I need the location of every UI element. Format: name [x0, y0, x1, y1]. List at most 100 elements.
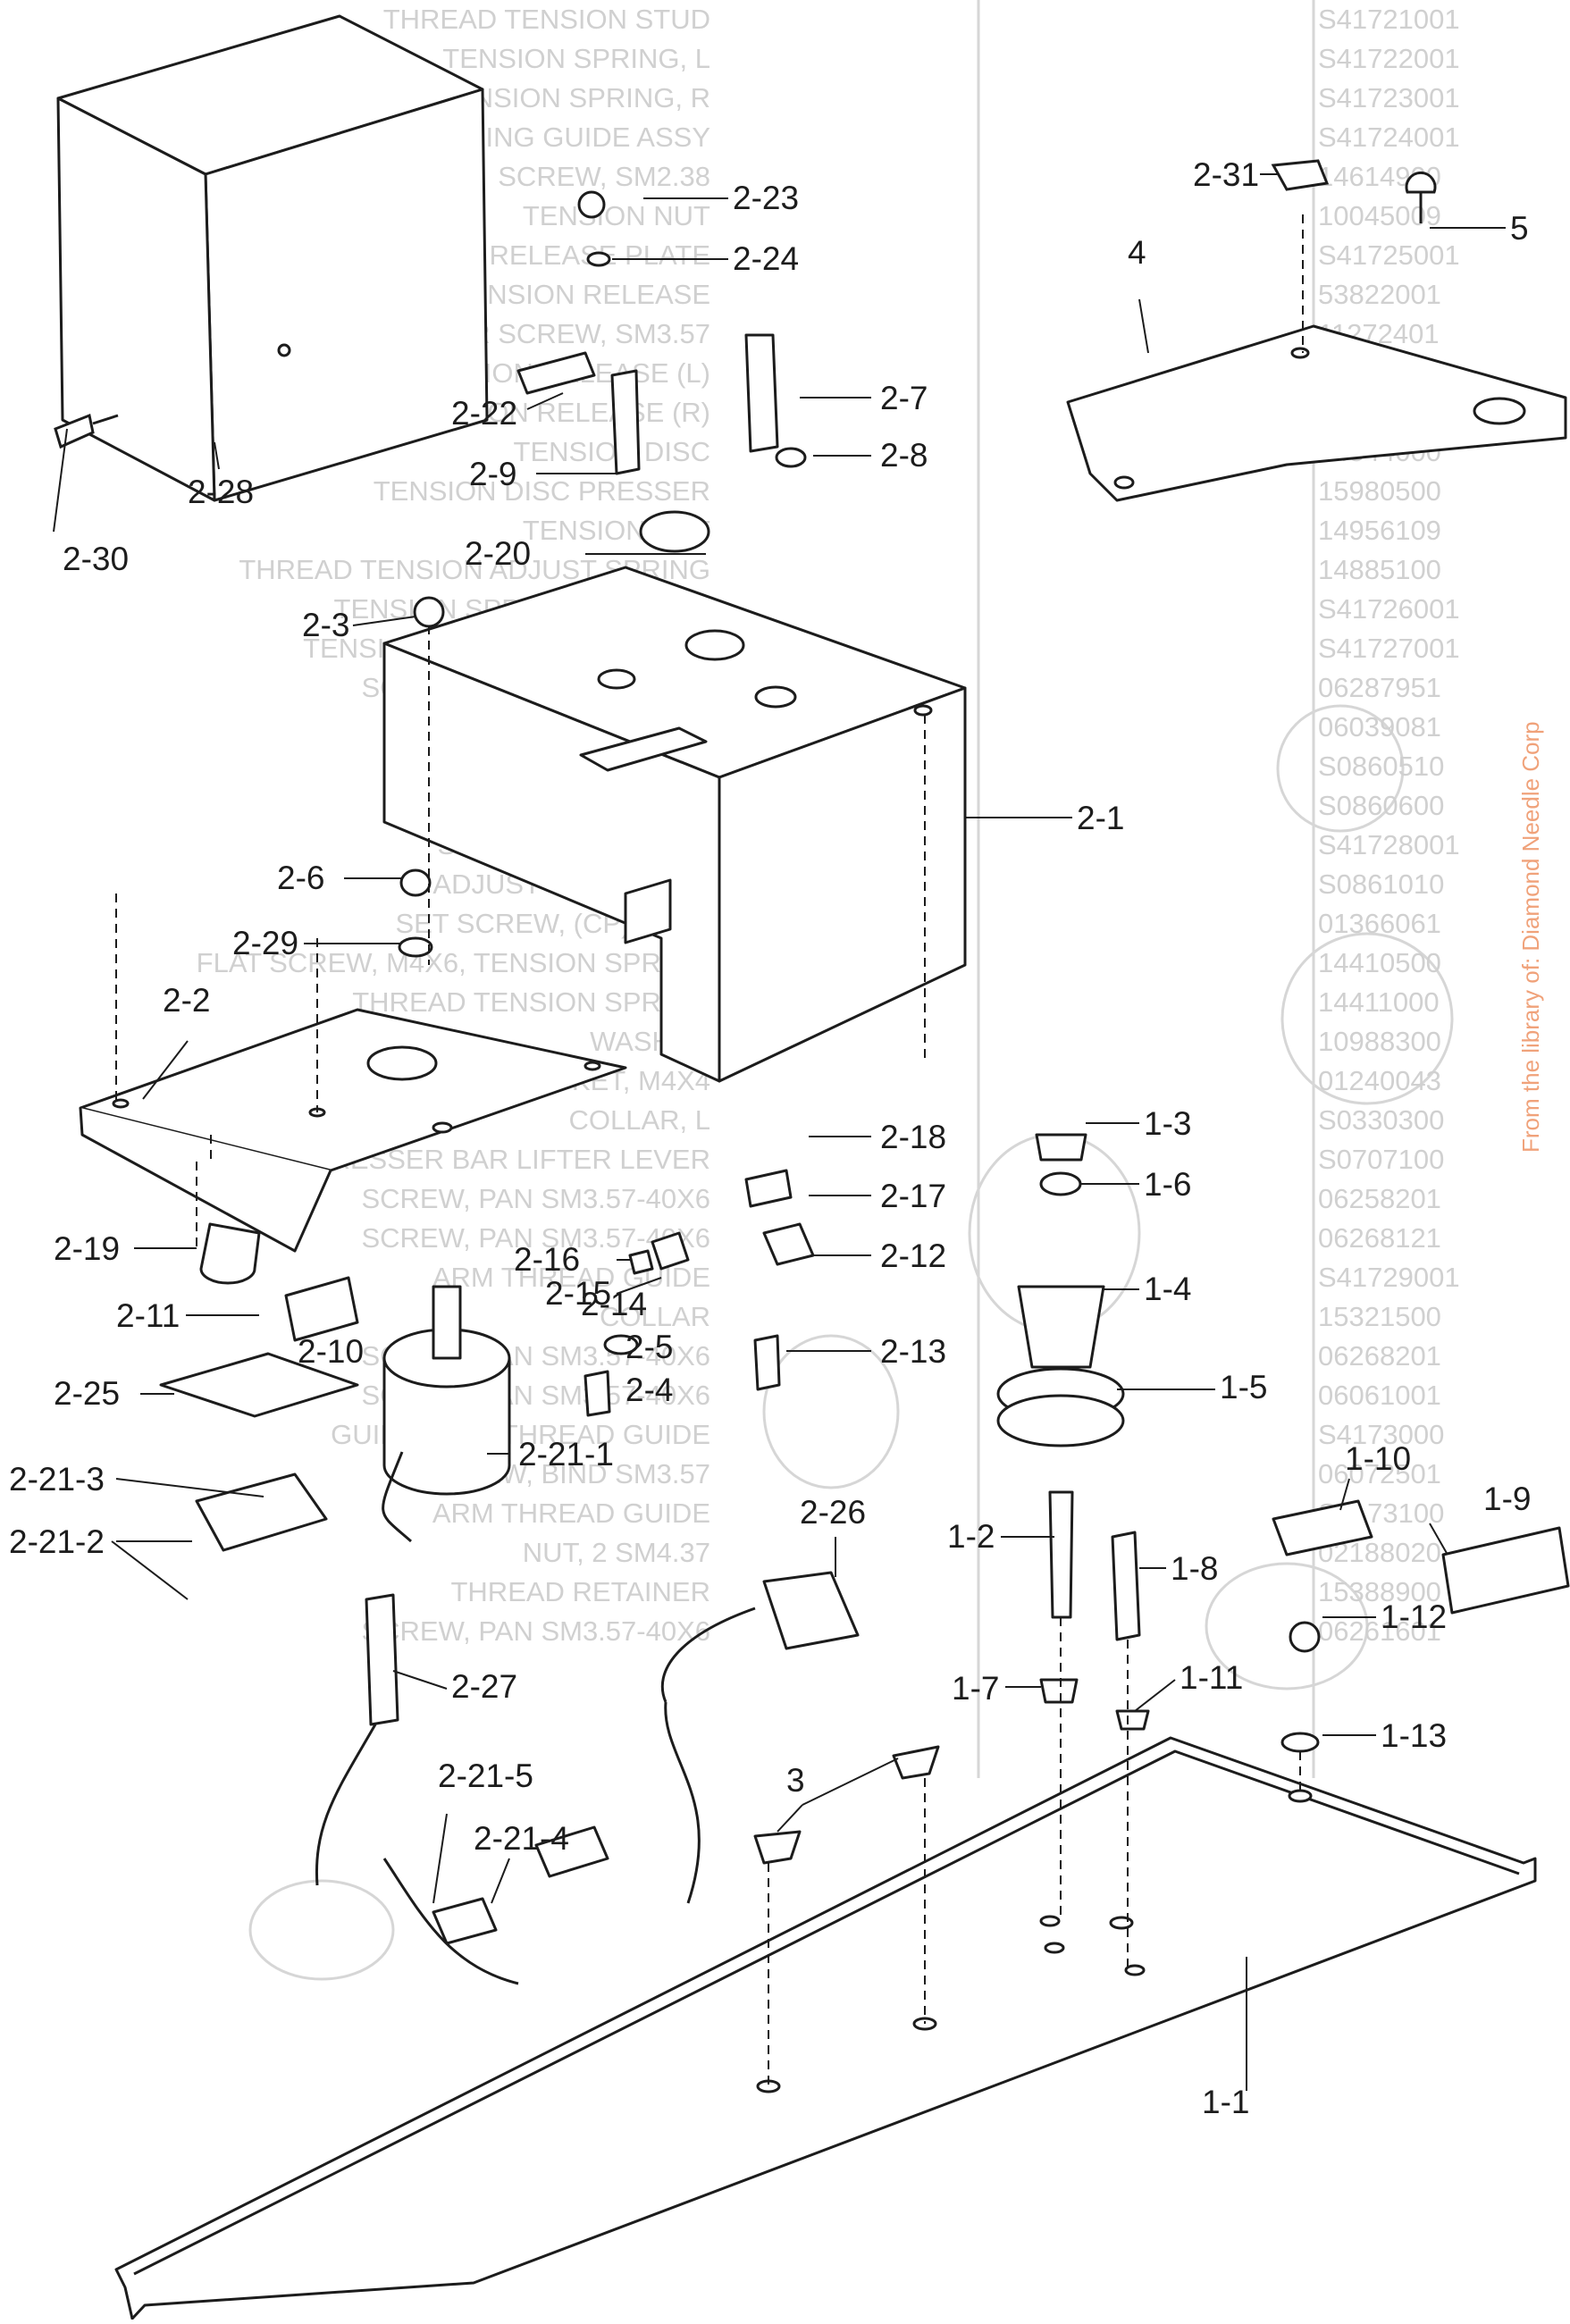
screw-2-16	[628, 1249, 654, 1275]
connector-plug	[534, 1825, 609, 1878]
bleed-part-number: 06061001	[1318, 1380, 1441, 1411]
disc-2-20	[639, 510, 710, 553]
bleed-part-number: 06287951	[1318, 672, 1441, 703]
cover-side-panel	[56, 96, 216, 502]
bleed-part-number: S0707100	[1318, 1144, 1444, 1175]
bleed-description: SCREW, PAN SM3.57-40X6	[361, 1222, 710, 1254]
screw-2-6	[399, 868, 432, 897]
callout-2-6: 2-6	[277, 860, 324, 896]
leader-4	[1138, 298, 1149, 354]
bleed-part-number: 06258201	[1318, 1183, 1441, 1214]
leader-2-21-3	[115, 1478, 264, 1498]
housing-slot	[579, 726, 708, 772]
cap-3	[753, 1830, 802, 1865]
stud-2-7	[744, 333, 779, 453]
base-hole	[1124, 1964, 1146, 1976]
bleed-part-number: 15321500	[1318, 1301, 1441, 1332]
nut-1-3	[1035, 1133, 1087, 1162]
screw-2-23	[577, 190, 606, 219]
block-1-9	[1441, 1526, 1570, 1615]
bleed-description: THREAD TENSION SPRING	[352, 986, 710, 1018]
callout-2-9: 2-9	[469, 456, 516, 492]
bleed-part-number: 06268121	[1318, 1222, 1441, 1254]
bracket-hole	[366, 1045, 438, 1081]
callout-2-30: 2-30	[63, 541, 129, 577]
bleed-part-number: S41721001	[1318, 4, 1460, 35]
callout-4: 4	[1128, 234, 1146, 271]
callout-2-7: 2-7	[880, 380, 928, 416]
housing-top-hole	[913, 704, 933, 717]
switch-2-21-3	[195, 1472, 328, 1552]
bleed-description: SCREW, PAN SM3.57-40X6	[361, 1183, 710, 1214]
motor-shaft	[432, 1285, 462, 1360]
callout-2-20: 2-20	[465, 535, 531, 572]
bleed-description: SCREW, SM2.38	[498, 161, 710, 192]
callout-1-2: 1-2	[947, 1518, 995, 1555]
screw-2-4	[584, 1370, 611, 1417]
leader-2-30	[53, 428, 68, 533]
bleed-part-number: 14885100	[1318, 554, 1441, 585]
callout-2-18: 2-18	[880, 1119, 946, 1155]
callout-1-10: 1-10	[1345, 1440, 1411, 1477]
callout-2-1: 2-1	[1077, 800, 1124, 836]
callout-2-3: 2-3	[302, 607, 349, 643]
motor-2-21-1	[382, 1356, 511, 1496]
leader-2-3	[352, 616, 416, 626]
callout-2-23: 2-23	[733, 180, 799, 216]
callout-2-21-3: 2-21-3	[9, 1461, 105, 1498]
leader-2-27	[392, 1670, 448, 1690]
bracket-hole	[584, 1061, 601, 1071]
bleed-description: SCREW, PAN SM3.57-40X6	[361, 1615, 710, 1647]
bleed-part-number: S41728001	[1318, 829, 1460, 860]
stud-1-2	[1048, 1490, 1074, 1619]
bleed-part-number: 06261601	[1318, 1615, 1441, 1647]
callout-2-8: 2-8	[880, 437, 928, 474]
cable	[664, 1701, 701, 1904]
callout-1-8: 1-8	[1171, 1550, 1218, 1587]
bleed-description: TENSION DISC PRESSER	[374, 475, 710, 507]
washer-2-24	[586, 251, 611, 267]
ghost-pulley	[762, 1334, 900, 1489]
leader-3	[777, 1804, 803, 1833]
callout-2-25: 2-25	[54, 1375, 120, 1412]
leader-3b	[802, 1758, 899, 1806]
bleed-description: THREAD TENSION STUD	[383, 4, 710, 35]
bleed-part-number: S0330300	[1318, 1104, 1444, 1136]
ghost-pulley	[1276, 704, 1405, 833]
base-hole	[1044, 1942, 1065, 1954]
callout-2-2: 2-2	[163, 982, 210, 1019]
bleed-part-number: S41722001	[1318, 43, 1460, 74]
leader-2-21-4	[491, 1858, 510, 1904]
bleed-part-number: S41723001	[1318, 82, 1460, 113]
callout-2-13: 2-13	[880, 1333, 946, 1370]
collar-2-19	[199, 1222, 261, 1285]
screw-2-3	[413, 596, 445, 628]
callout-2-21-5: 2-21-5	[438, 1758, 533, 1794]
callout-1-4: 1-4	[1144, 1271, 1191, 1307]
block-1-10	[1272, 1499, 1373, 1556]
bleed-part-number: S41726001	[1318, 593, 1460, 625]
leader-2-28	[214, 441, 220, 470]
screw-2-30	[54, 413, 95, 449]
lamp-lead	[315, 1724, 377, 1886]
bleed-part-number: 01366061	[1318, 908, 1441, 939]
callout-1-5: 1-5	[1220, 1369, 1267, 1405]
callout-1-12: 1-12	[1381, 1598, 1447, 1635]
callout-2-26: 2-26	[800, 1494, 866, 1531]
callout-2-14: 2-14	[581, 1286, 647, 1322]
screw-2-30-shaft	[92, 414, 119, 425]
housing-top-hole	[597, 668, 636, 690]
bleed-part-number: 06072501	[1318, 1458, 1441, 1489]
cable	[660, 1607, 756, 1703]
cover-hole	[277, 343, 291, 357]
lamp-lead	[382, 1858, 519, 1985]
bleed-part-number: 10988300	[1318, 1026, 1441, 1057]
callout-2-21-1: 2-21-1	[518, 1436, 614, 1472]
bleed-description: FLAT SCREW, M4X6, TENSION SPRING	[197, 947, 710, 978]
pin-2-15	[651, 1231, 690, 1271]
callout-2-12: 2-12	[880, 1238, 946, 1274]
bleed-part-number: 15388900	[1318, 1576, 1441, 1607]
leader-2-15	[616, 1277, 662, 1295]
